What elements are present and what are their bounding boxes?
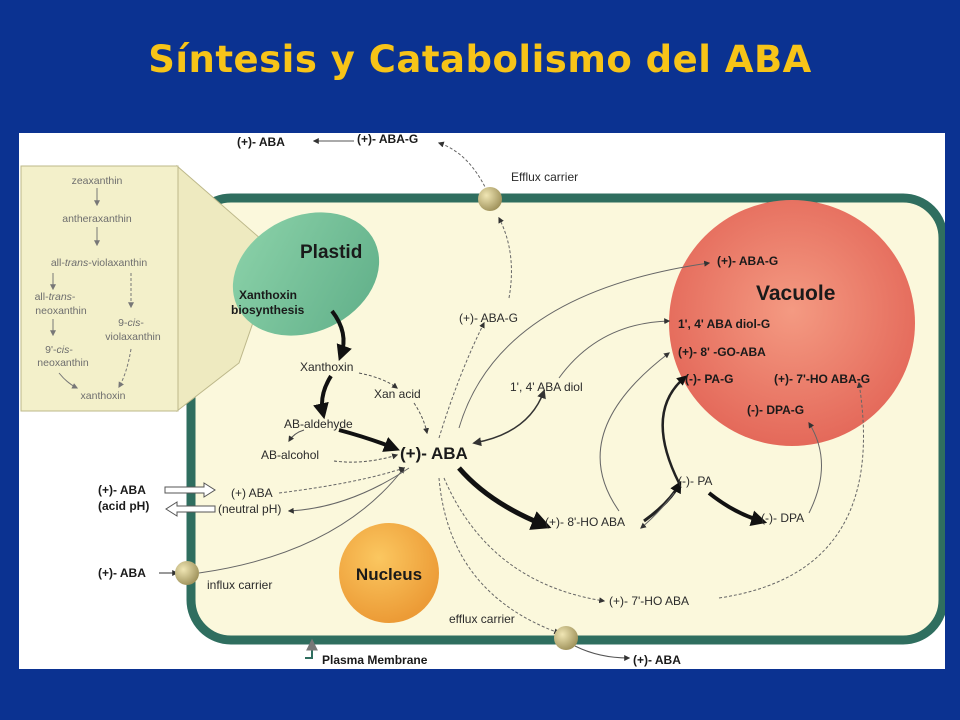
nucleus bbox=[339, 523, 439, 623]
efflux-carrier-bottom bbox=[554, 626, 578, 650]
vac-aba-diol-g: 1', 4' ABA diol-G bbox=[678, 317, 770, 331]
inset-9-cis-violaxanthin-1: 9-cis- bbox=[118, 317, 144, 329]
inset-all-trans-neoxanthin-1: all-trans- bbox=[35, 291, 76, 303]
vac-go-aba: (+)- 8' -GO-ABA bbox=[678, 345, 766, 359]
inside-aba-neutral-label: (+) ABA bbox=[231, 486, 273, 500]
neutral-ph-label: (neutral pH) bbox=[218, 502, 281, 516]
efflux-carrier-top bbox=[478, 187, 502, 211]
pathway-inset bbox=[20, 165, 179, 412]
vac-aba-g: (+)- ABA-G bbox=[717, 254, 778, 268]
aba-diagram-svg: zeaxanthin antheraxanthin all-trans-viol… bbox=[20, 133, 945, 667]
plastid bbox=[232, 212, 380, 336]
outside-aba-influx-label: (+)- ABA bbox=[98, 566, 146, 580]
influx-carrier-label: influx carrier bbox=[207, 578, 272, 592]
aba-diol-cytosol-label: 1', 4' ABA diol bbox=[510, 380, 583, 394]
plastid-label: Plastid bbox=[300, 242, 362, 263]
efflux-carrier-top-label: Efflux carrier bbox=[511, 170, 578, 184]
dpa-label: (-)- DPA bbox=[761, 511, 804, 525]
vac-pa-g: (-)- PA-G bbox=[685, 372, 733, 386]
xan-acid-label: Xan acid bbox=[374, 387, 421, 401]
ab-alcohol-label: AB-alcohol bbox=[261, 448, 319, 462]
nucleus-label: Nucleus bbox=[356, 565, 422, 584]
aba-g-cytosol-label: (+)- ABA-G bbox=[459, 311, 518, 325]
ab-aldehyde-label: AB-aldehyde bbox=[284, 417, 353, 431]
ho8-aba-label: (+)- 8'-HO ABA bbox=[545, 515, 625, 529]
inset-all-trans-violaxanthin: all-trans-violaxanthin bbox=[51, 257, 147, 269]
outside-aba-bottom-label: (+)- ABA bbox=[633, 653, 681, 667]
acid-ph-label: (acid pH) bbox=[98, 499, 149, 513]
pa-label: (-)- PA bbox=[678, 474, 712, 488]
xanthoxin-biosynthesis-label-2: biosynthesis bbox=[231, 303, 305, 317]
inset-antheraxanthin: antheraxanthin bbox=[62, 213, 132, 225]
aba-center-label: (+)- ABA bbox=[400, 444, 468, 463]
vac-dpa-g: (-)- DPA-G bbox=[747, 403, 804, 417]
vacuole bbox=[669, 200, 915, 446]
xanthoxin-label: Xanthoxin bbox=[300, 360, 353, 374]
pathway-arrows bbox=[50, 138, 864, 661]
plasma-membrane-label: Plasma Membrane bbox=[322, 653, 428, 667]
outside-aba-g-top: (+)- ABA-G bbox=[357, 133, 418, 146]
inset-9-cis-neoxanthin-2: neoxanthin bbox=[37, 357, 89, 369]
inset-xanthoxin: xanthoxin bbox=[81, 390, 126, 402]
inset-9-cis-neoxanthin-1: 9'-cis- bbox=[45, 344, 73, 356]
efflux-carrier-bottom-label: efflux carrier bbox=[449, 612, 515, 626]
xanthoxin-biosynthesis-label-1: Xanthoxin bbox=[239, 288, 297, 302]
ho7-aba-label: (+)- 7'-HO ABA bbox=[609, 594, 689, 608]
slide-title: Síntesis y Catabolismo del ABA bbox=[148, 38, 812, 81]
inset-9-cis-violaxanthin-2: violaxanthin bbox=[105, 331, 161, 343]
outside-aba-acid-label: (+)- ABA bbox=[98, 483, 146, 497]
inset-zeaxanthin: zeaxanthin bbox=[72, 175, 123, 187]
outside-aba-top: (+)- ABA bbox=[237, 135, 285, 149]
inset-all-trans-neoxanthin-2: neoxanthin bbox=[35, 305, 87, 317]
aba-diagram-figure: zeaxanthin antheraxanthin all-trans-viol… bbox=[19, 133, 945, 669]
vac-7ho-aba-g: (+)- 7'-HO ABA-G bbox=[774, 372, 870, 386]
influx-carrier bbox=[175, 561, 199, 585]
vacuole-label: Vacuole bbox=[756, 282, 835, 305]
ph-transport-arrows bbox=[164, 482, 216, 517]
